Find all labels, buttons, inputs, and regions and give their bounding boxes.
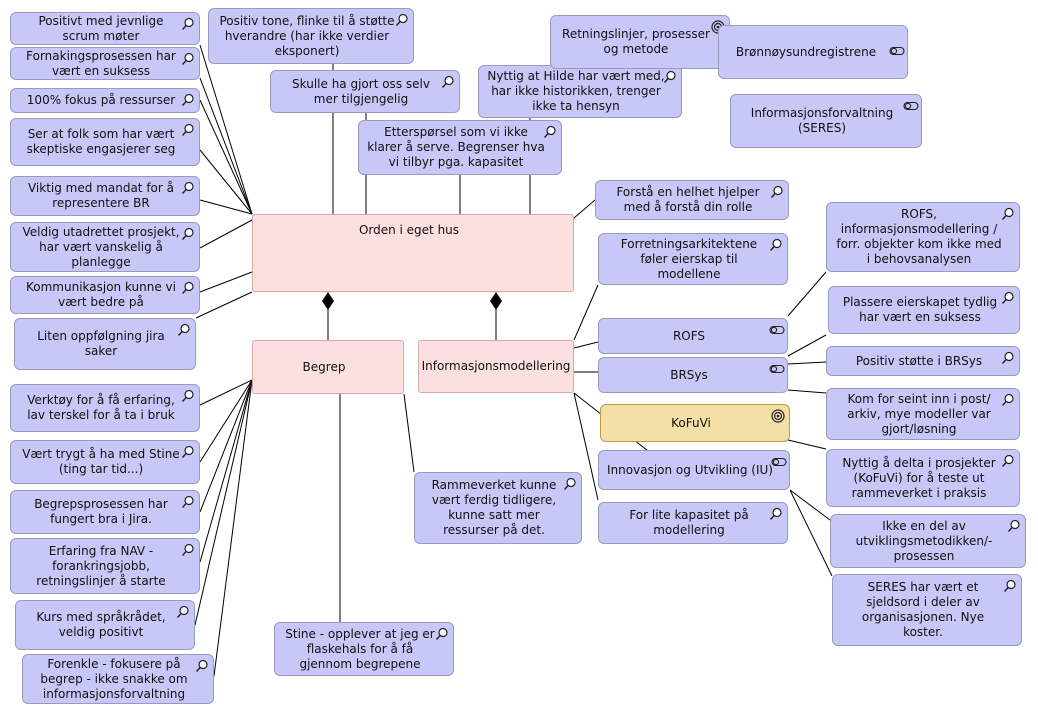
note[interactable]: Rammeverket kunne vært ferdig tidligere,… — [414, 472, 582, 544]
note[interactable]: Forretningsarkitektene føler eierskap ti… — [598, 233, 788, 285]
toggle-icon — [769, 325, 785, 339]
magnifier-icon — [181, 445, 195, 459]
magnifier-icon — [181, 495, 195, 509]
note[interactable]: Skulle ha gjort oss selv mer tilgjengeli… — [270, 70, 460, 113]
magnifier-icon — [1001, 207, 1015, 221]
begrep-label: Begrep — [302, 359, 346, 374]
note[interactable]: Positiv tone, flinke til å støtte hveran… — [208, 8, 414, 64]
note[interactable]: Liten oppfølgning jira saker — [14, 318, 196, 370]
magnifier-icon — [181, 52, 195, 66]
magnifier-icon — [1003, 579, 1017, 593]
informasjonsmodellering-box[interactable]: Informasjonsmodellering — [418, 340, 574, 393]
note[interactable]: Kom for seint inn i post/ arkiv, mye mod… — [826, 388, 1020, 440]
magnifier-icon — [769, 507, 783, 521]
note[interactable]: Begrepsprosessen har fungert bra i Jira. — [10, 490, 200, 534]
note[interactable]: Erfaring fra NAV - forankringsjobb, retn… — [10, 538, 200, 594]
magnifier-icon — [181, 93, 195, 107]
orden-i-eget-hus-box[interactable]: Orden i eget hus — [252, 214, 574, 292]
note[interactable]: Positivt med jevnlige scrum møter — [10, 12, 200, 45]
note[interactable]: Plassere eierskapet tydlig har vært en s… — [828, 286, 1020, 334]
note[interactable]: Veldig utadrettet prosjekt, har vært van… — [10, 222, 200, 272]
begrep-box[interactable]: Begrep — [252, 340, 404, 394]
magnifier-icon — [177, 323, 191, 337]
seres-box[interactable]: Informasjonsforvaltning (SERES) — [730, 94, 922, 148]
informasjonsmodellering-label: Informasjonsmodellering — [421, 359, 571, 373]
note[interactable]: For lite kapasitet på modellering — [598, 502, 788, 544]
note[interactable]: Ser at folk som har vært skeptiske engas… — [10, 118, 200, 166]
note[interactable]: Positiv støtte i BRSys — [826, 346, 1020, 376]
magnifier-icon — [563, 477, 577, 491]
note[interactable]: Stine - opplever at jeg er flaskehals fo… — [274, 622, 454, 676]
magnifier-icon — [1001, 351, 1015, 365]
magnifier-icon — [181, 389, 195, 403]
magnifier-icon — [663, 70, 677, 84]
magnifier-icon — [176, 605, 190, 619]
magnifier-icon — [181, 17, 195, 31]
magnifier-icon — [769, 238, 783, 252]
note[interactable]: Verktøy for å få erfaring, lav terskel f… — [10, 384, 200, 432]
magnifier-icon — [435, 627, 449, 641]
note[interactable]: Nyttig at Hilde har vært med, har ikke h… — [478, 65, 682, 118]
magnifier-icon — [181, 543, 195, 557]
retningslinjer-box[interactable]: Retningslinjer, prosesser og metode — [550, 15, 730, 69]
note[interactable]: Nyttig å delta i prosjekter (KoFuVi) for… — [826, 449, 1020, 507]
composition-diamond — [490, 292, 502, 310]
note[interactable]: ROFS, informasjonsmodellering / forr. ob… — [826, 202, 1020, 272]
note[interactable]: Kommunikasjon kunne vi vært bedre på — [10, 276, 200, 314]
note[interactable]: Etterspørsel som vi ikke klarer å serve.… — [358, 120, 562, 175]
target-icon — [771, 409, 785, 423]
rofs-box[interactable]: ROFS — [598, 318, 788, 354]
magnifier-icon — [1001, 291, 1015, 305]
note[interactable]: Forenkle - fokusere på begrep - ikke sna… — [22, 654, 214, 704]
magnifier-icon — [1001, 393, 1015, 407]
brsys-box[interactable]: BRSys — [598, 357, 788, 393]
kofuvi-box[interactable]: KoFuVi — [600, 404, 790, 442]
note[interactable]: Forstå en helhet hjelper med å forstå di… — [595, 180, 789, 220]
magnifier-icon — [181, 227, 195, 241]
magnifier-icon — [770, 185, 784, 199]
bronnoysund-box[interactable]: Brønnøysundregistrene — [718, 25, 908, 79]
toggle-icon — [889, 46, 905, 60]
note[interactable]: Ikke en del av utviklingsmetodikken/-pro… — [830, 514, 1026, 568]
magnifier-icon — [441, 75, 455, 89]
magnifier-icon — [543, 125, 557, 139]
note[interactable]: Vært trygt å ha med Stine (ting tar tid.… — [10, 440, 200, 484]
note[interactable]: 100% fokus på ressurser — [10, 88, 200, 113]
orden-label: Orden i eget hus — [358, 223, 460, 237]
magnifier-icon — [395, 13, 409, 27]
magnifier-icon — [1007, 519, 1021, 533]
note[interactable]: Kurs med språkrådet, veldig positivt — [15, 600, 195, 650]
iu-box[interactable]: Innovasjon og Utvikling (IU) — [598, 450, 790, 490]
note[interactable]: Viktig med mandat for å representere BR — [10, 176, 200, 216]
note[interactable]: SERES har vært et sjeldsord i deler av o… — [832, 574, 1022, 646]
toggle-icon — [769, 364, 785, 378]
magnifier-icon — [1001, 454, 1015, 468]
composition-diamond — [322, 292, 334, 310]
magnifier-icon — [195, 659, 209, 673]
note[interactable]: Fornakingsprosessen har vært en suksess — [10, 47, 200, 80]
toggle-icon — [903, 101, 919, 115]
magnifier-icon — [181, 281, 195, 295]
toggle-icon — [771, 457, 787, 471]
magnifier-icon — [181, 181, 195, 195]
magnifier-icon — [181, 123, 195, 137]
